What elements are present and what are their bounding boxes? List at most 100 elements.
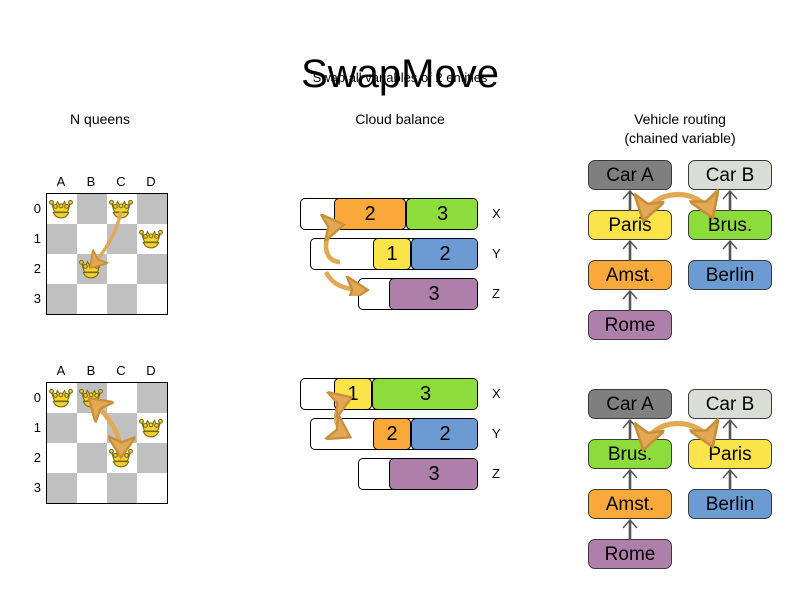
cloud-swap-arrow-down xyxy=(323,270,410,296)
queen-piece-A0[interactable] xyxy=(46,194,76,224)
vrp-chain-connector xyxy=(722,419,738,440)
cloud-computer-label-Y: Y xyxy=(492,246,501,261)
board-rank-label-0: 0 xyxy=(33,201,41,216)
board-file-label-B: B xyxy=(86,363,96,378)
cloud-swap-arrow-double xyxy=(314,384,404,474)
vrp-chain-connector xyxy=(622,240,638,261)
board-cell-D0[interactable] xyxy=(137,194,167,224)
board-file-label-D: D xyxy=(146,174,156,189)
board-cell-A1[interactable] xyxy=(47,224,77,254)
board-rank-label-0: 0 xyxy=(33,390,41,405)
board-cell-B3[interactable] xyxy=(77,473,107,503)
vrp-stop-box[interactable]: Rome xyxy=(588,539,672,569)
board-cell-C3[interactable] xyxy=(107,284,137,314)
queen-piece-D1[interactable] xyxy=(136,413,166,443)
cloud-process-segment[interactable]: 2 xyxy=(373,419,411,449)
board-cell-D3[interactable] xyxy=(137,473,167,503)
queen-piece-B2[interactable] xyxy=(76,254,106,284)
vrp-stop-box[interactable]: Rome xyxy=(588,310,672,340)
cloud-process-segment[interactable]: 3 xyxy=(389,459,477,489)
vrp-chain-connector xyxy=(622,290,638,311)
vrp-chain-connector xyxy=(622,190,638,211)
board-cell-A2[interactable] xyxy=(47,443,77,473)
cloud-computer-label-Y: Y xyxy=(492,426,501,441)
cloud-process-segment[interactable]: 3 xyxy=(372,379,477,409)
board-rank-label-3: 3 xyxy=(33,291,41,306)
board-file-label-A: A xyxy=(56,363,66,378)
cloud-process-segment[interactable]: 2 xyxy=(411,419,477,449)
cloud-computer-label-Z: Z xyxy=(492,466,500,481)
board-cell-C1[interactable] xyxy=(107,413,137,443)
board-file-label-A: A xyxy=(56,174,66,189)
cloud-process-segment[interactable]: 3 xyxy=(406,199,477,229)
vrp-chain-connector xyxy=(622,469,638,490)
cloud-computer-label-X: X xyxy=(492,206,501,221)
vrp-chain-connector xyxy=(722,240,738,261)
section-heading-n-queens: N queens xyxy=(70,111,130,127)
board-file-label-C: C xyxy=(116,174,126,189)
queen-piece-C2[interactable] xyxy=(106,443,136,473)
cloud-computer-label-Z: Z xyxy=(492,286,500,301)
vrp-stop-box[interactable]: Berlin xyxy=(688,260,772,290)
vrp-stop-box[interactable]: Amst. xyxy=(588,260,672,290)
board-cell-D3[interactable] xyxy=(137,284,167,314)
cloud-process-segment[interactable]: 3 xyxy=(389,279,477,309)
section-heading-cloud-balance: Cloud balance xyxy=(355,111,445,127)
vrp-chain-connector xyxy=(722,469,738,490)
board-cell-B0[interactable] xyxy=(77,194,107,224)
board-cell-D2[interactable] xyxy=(137,443,167,473)
vrp-stop-box[interactable]: Amst. xyxy=(588,489,672,519)
vrp-stop-box[interactable]: Brus. xyxy=(688,210,772,240)
vrp-chain-connector xyxy=(622,519,638,540)
board-cell-A1[interactable] xyxy=(47,413,77,443)
cloud-computer-bar[interactable]: 3 xyxy=(358,458,478,490)
board-cell-B2[interactable] xyxy=(77,443,107,473)
queen-piece-D1[interactable] xyxy=(136,224,166,254)
queen-piece-C0[interactable] xyxy=(106,194,136,224)
cloud-process-segment[interactable]: 2 xyxy=(411,239,477,269)
section-heading-vehicle-routing-line1: Vehicle routing xyxy=(634,111,726,127)
board-cell-B3[interactable] xyxy=(77,284,107,314)
vrp-stop-box[interactable]: Paris xyxy=(688,439,772,469)
board-rank-label-2: 2 xyxy=(33,261,41,276)
board-file-label-D: D xyxy=(146,363,156,378)
board-cell-B1[interactable] xyxy=(77,413,107,443)
board-file-label-B: B xyxy=(86,174,96,189)
board-cell-D0[interactable] xyxy=(137,383,167,413)
vrp-stop-box[interactable]: Berlin xyxy=(688,489,772,519)
vrp-vehicle-box[interactable]: Car B xyxy=(688,160,772,190)
board-cell-C0[interactable] xyxy=(107,383,137,413)
cloud-computer-bar[interactable]: 3 xyxy=(358,278,478,310)
page-subtitle: Swap all variables of 2 entities xyxy=(312,70,488,85)
board-cell-A3[interactable] xyxy=(47,284,77,314)
cloud-swap-arrow-up xyxy=(300,192,410,265)
vrp-chain-connector xyxy=(722,190,738,211)
cloud-computer-label-X: X xyxy=(492,386,501,401)
queen-piece-A0[interactable] xyxy=(46,383,76,413)
queen-piece-B0[interactable] xyxy=(76,383,106,413)
board-file-label-C: C xyxy=(116,363,126,378)
vrp-vehicle-box[interactable]: Car A xyxy=(588,389,672,419)
board-cell-A2[interactable] xyxy=(47,254,77,284)
board-cell-B1[interactable] xyxy=(77,224,107,254)
board-rank-label-2: 2 xyxy=(33,450,41,465)
section-heading-vehicle-routing: Vehicle routing (chained variable) xyxy=(590,110,770,148)
board-cell-C1[interactable] xyxy=(107,224,137,254)
section-heading-vehicle-routing-line2: (chained variable) xyxy=(624,130,736,146)
board-cell-A3[interactable] xyxy=(47,473,77,503)
vrp-stop-box[interactable]: Brus. xyxy=(588,439,672,469)
board-cell-C2[interactable] xyxy=(107,254,137,284)
cloud-process-segment[interactable]: 2 xyxy=(334,199,406,229)
board-cell-D2[interactable] xyxy=(137,254,167,284)
cloud-process-segment[interactable]: 1 xyxy=(373,239,411,269)
board-rank-label-1: 1 xyxy=(33,420,41,435)
vrp-vehicle-box[interactable]: Car A xyxy=(588,160,672,190)
board-cell-C3[interactable] xyxy=(107,473,137,503)
board-rank-label-1: 1 xyxy=(33,231,41,246)
board-rank-label-3: 3 xyxy=(33,480,41,495)
vrp-vehicle-box[interactable]: Car B xyxy=(688,389,772,419)
vrp-chain-connector xyxy=(622,419,638,440)
page-title: SwapMove xyxy=(301,51,499,96)
vrp-stop-box[interactable]: Paris xyxy=(588,210,672,240)
